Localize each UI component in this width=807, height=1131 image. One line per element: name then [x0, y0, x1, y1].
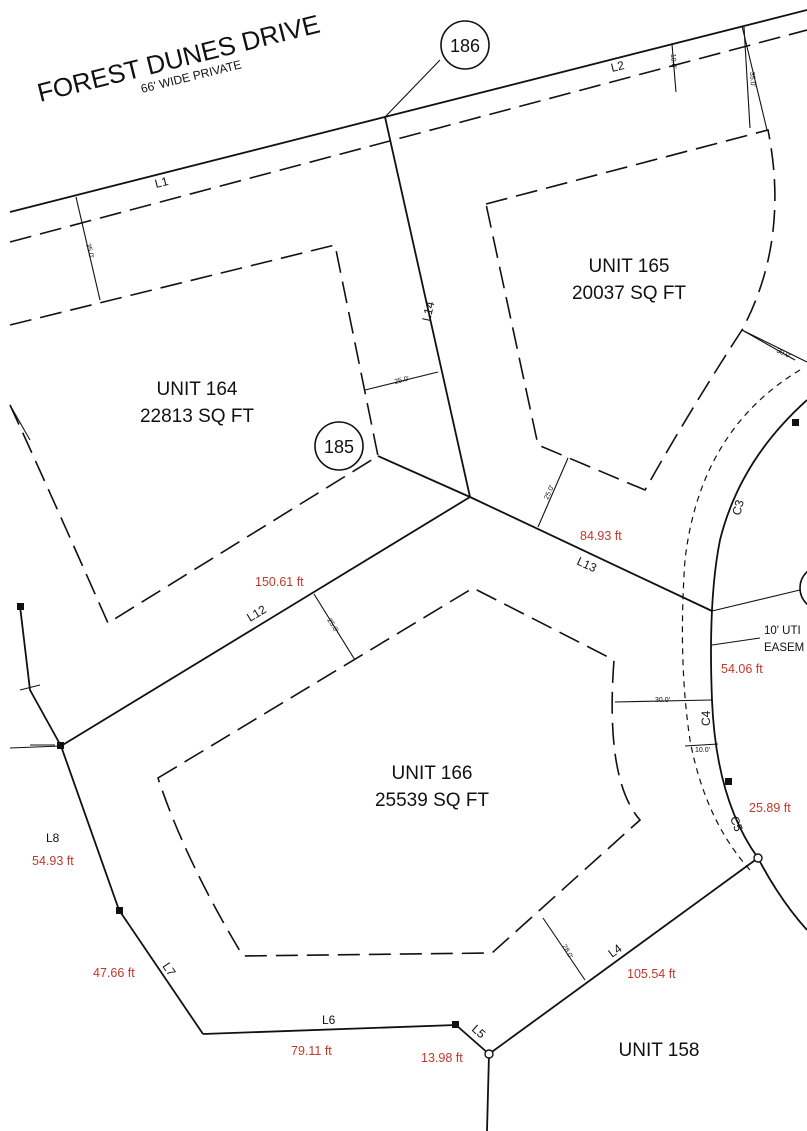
segment-label-L6: L6 — [322, 1013, 336, 1027]
setback-dimension-lines — [75, 26, 796, 981]
unit-164-area: 22813 SQ FT — [140, 406, 254, 427]
setback-label: 30.0' — [775, 347, 792, 360]
corner-marker — [57, 742, 64, 749]
road-lines — [9, 9, 807, 243]
unit-165-name: UNIT 165 — [589, 256, 670, 277]
easement-note-line2: EASEM — [764, 642, 804, 654]
measurement-l13: 84.93 ft — [580, 529, 622, 543]
marker-185-label: 185 — [324, 437, 354, 457]
measurement-c5: 25.89 ft — [749, 801, 791, 815]
corner-pin — [753, 853, 763, 863]
unit-166-area: 25539 SQ FT — [375, 790, 489, 811]
corner-marker — [725, 778, 732, 785]
corner-marker — [17, 603, 24, 610]
measurement-l5: 13.98 ft — [421, 1051, 463, 1065]
setback-label: 35.0' — [84, 243, 94, 259]
setback-label: 25.0' — [325, 617, 339, 633]
unit-164-name: UNIT 164 — [157, 379, 238, 400]
corner-marker — [116, 907, 123, 914]
segment-label-C3: C3 — [729, 498, 747, 517]
setback-label: 10.0' — [669, 54, 677, 69]
setback-label: 35.0' — [748, 72, 756, 87]
segment-label-L8: L8 — [46, 831, 60, 845]
marker-186: 186 — [440, 20, 490, 70]
measurement-l7: 47.66 ft — [93, 966, 135, 980]
segment-label-L2: L2 — [609, 58, 626, 75]
unit-165-area: 20037 SQ FT — [572, 283, 686, 304]
marker-185: 185 — [314, 421, 364, 471]
segment-label-L14: L14 — [419, 300, 437, 323]
unit-166-name: UNIT 166 — [392, 763, 473, 784]
corner-markers — [17, 419, 799, 1059]
segment-label-L7: L7 — [160, 960, 179, 979]
measurement-l12: 150.61 ft — [255, 575, 304, 589]
setback-label: 25.0' — [394, 376, 410, 386]
setback-label: 10.0' — [695, 747, 710, 754]
marker-partial — [799, 570, 807, 606]
segment-label-C4: C4 — [699, 710, 713, 726]
road-name: FOREST DUNES DRIVE — [34, 9, 323, 108]
setback-label: 25.0' — [543, 484, 555, 501]
measurement-l8: 54.93 ft — [32, 854, 74, 868]
measurement-c4: 54.06 ft — [721, 662, 763, 676]
unit-158-name: UNIT 158 — [619, 1040, 700, 1061]
setback-label: 28.0' — [560, 944, 574, 960]
setback-label: 30.0' — [655, 697, 670, 704]
building-envelopes — [9, 129, 776, 957]
lot-lines — [9, 25, 807, 1131]
easement-note-line1: 10' UTI — [764, 625, 801, 637]
segment-label-L13: L13 — [575, 554, 599, 575]
segment-label-L1: L1 — [153, 174, 170, 191]
corner-marker — [452, 1021, 459, 1028]
measurement-l6: 79.11 ft — [291, 1044, 332, 1058]
corner-pin — [484, 1049, 494, 1059]
corner-marker — [792, 419, 799, 426]
marker-186-label: 186 — [450, 36, 480, 56]
segment-label-C5: C5 — [727, 814, 746, 834]
measurement-l4: 105.54 ft — [627, 967, 676, 981]
